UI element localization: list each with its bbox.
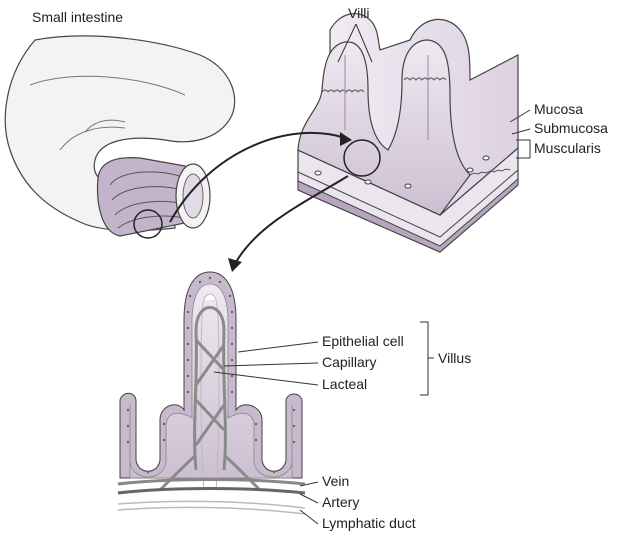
villus-detail — [118, 272, 305, 514]
label-vein: Vein — [322, 473, 349, 489]
label-epithelial-cell: Epithelial cell — [322, 333, 404, 349]
label-lymphatic-duct: Lymphatic duct — [322, 515, 416, 531]
label-lacteal: Lacteal — [322, 376, 367, 392]
lymphatic-duct-leader — [300, 510, 318, 524]
label-capillary: Capillary — [322, 354, 376, 370]
label-villi: Villi — [348, 5, 370, 21]
label-muscularis: Muscularis — [534, 140, 601, 156]
label-mucosa: Mucosa — [534, 101, 583, 117]
small-intestine-illustration — [5, 36, 234, 238]
label-small-intestine: Small intestine — [32, 9, 123, 25]
capillary-leader — [224, 363, 318, 366]
label-villus: Villus — [438, 350, 471, 366]
villus-bracket — [420, 322, 434, 395]
epithelial-cell-leader — [238, 342, 318, 352]
label-submucosa: Submucosa — [534, 120, 608, 136]
intestinal-wall-block — [298, 14, 518, 252]
label-artery: Artery — [322, 494, 359, 510]
artery-leader — [300, 494, 318, 503]
